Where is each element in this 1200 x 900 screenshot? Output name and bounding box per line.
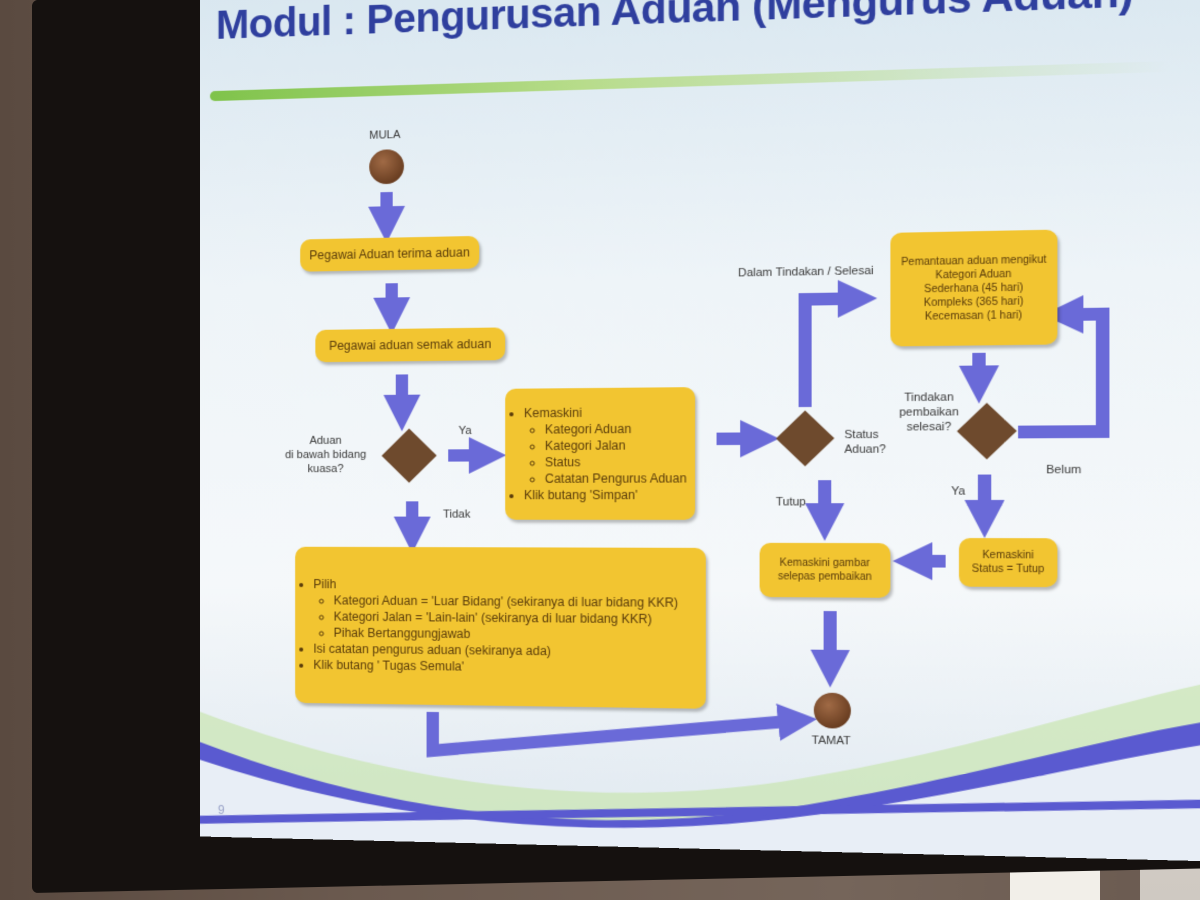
update-photo-box: Kemaskini gambar selepas pembaikan — [759, 542, 891, 598]
step-check-complaint: Pegawai aduan semak aduan — [315, 327, 506, 363]
not-yet-label: Belum — [1046, 463, 1082, 477]
step-receive-label: Pegawai Aduan terima aduan — [309, 244, 470, 262]
end-node — [813, 692, 851, 729]
choose-item: Kategori Jalan = 'Lain-lain' (sekiranya … — [334, 609, 679, 627]
update-item: Kategori Jalan — [545, 437, 687, 453]
choose-box: Pilih Kategori Aduan = 'Luar Bidang' (se… — [295, 546, 706, 709]
decision3-line3: selesai? — [906, 420, 952, 434]
close-label: Tutup — [775, 495, 806, 509]
update-item: Kategori Aduan — [545, 421, 687, 437]
update-item: Catatan Pengurus Aduan — [545, 471, 687, 487]
update-status-box: Kemaskini Status = Tutup — [958, 538, 1058, 588]
decision-status-label: Status Aduan? — [844, 427, 886, 457]
update-box: Kemaskini Kategori Aduan Kategori Jalan … — [505, 387, 696, 520]
in-action-label: Dalam Tindakan / Selesai — [738, 264, 874, 280]
yes2-label: Ya — [951, 485, 966, 498]
decision-repair-label: Tindakan pembaikan selesai? — [899, 390, 959, 435]
decision3-line2: pembaikan — [899, 405, 959, 419]
monitor-line: Kecemasan (1 hari) — [924, 309, 1023, 323]
step-receive-complaint: Pegawai Aduan terima aduan — [300, 235, 480, 272]
decision-jurisdiction-label: Aduan di bawah bidang kuasa? — [285, 434, 366, 477]
update-header: Kemaskini — [524, 404, 687, 421]
choose-extra: Klik butang ' Tugas Semula' — [313, 658, 678, 678]
update-item: Status — [545, 454, 687, 470]
decision2-line1: Status — [844, 428, 879, 442]
update-footer: Klik butang 'Simpan' — [524, 487, 687, 503]
end-label: TAMAT — [811, 734, 851, 748]
choose-item: Kategori Aduan = 'Luar Bidang' (sekirany… — [334, 593, 679, 611]
decision3-line1: Tindakan — [904, 391, 954, 405]
monitor-line: Pemantauan aduan mengikut — [901, 253, 1047, 268]
no-label: Tidak — [443, 508, 471, 521]
update-status-line: Status = Tutup — [971, 563, 1045, 576]
monitoring-box: Pemantauan aduan mengikut Kategori Aduan… — [890, 229, 1058, 347]
page-number: 9 — [217, 802, 225, 818]
decision2-line2: Aduan? — [844, 443, 886, 457]
yes-label: Ya — [458, 424, 472, 438]
decision1-line2: di bawah bidang — [285, 448, 367, 462]
update-status-line: Kemaskini — [982, 549, 1034, 562]
update-photo-line: Kemaskini gambar — [779, 557, 870, 570]
slide: Modul : Pengurusan Aduan (Mengurus Aduan… — [200, 0, 1200, 861]
decision1-line1: Aduan — [309, 434, 342, 447]
step-check-label: Pegawai aduan semak aduan — [328, 336, 492, 353]
start-label: MULA — [369, 128, 401, 142]
choose-header: Pilih — [313, 577, 678, 594]
flow-arrows — [200, 0, 1200, 861]
monitor-frame: Modul : Pengurusan Aduan (Mengurus Aduan… — [32, 0, 1200, 893]
decision1-line3: kuasa? — [307, 462, 344, 476]
update-photo-line: selepas pembaikan — [777, 571, 872, 584]
